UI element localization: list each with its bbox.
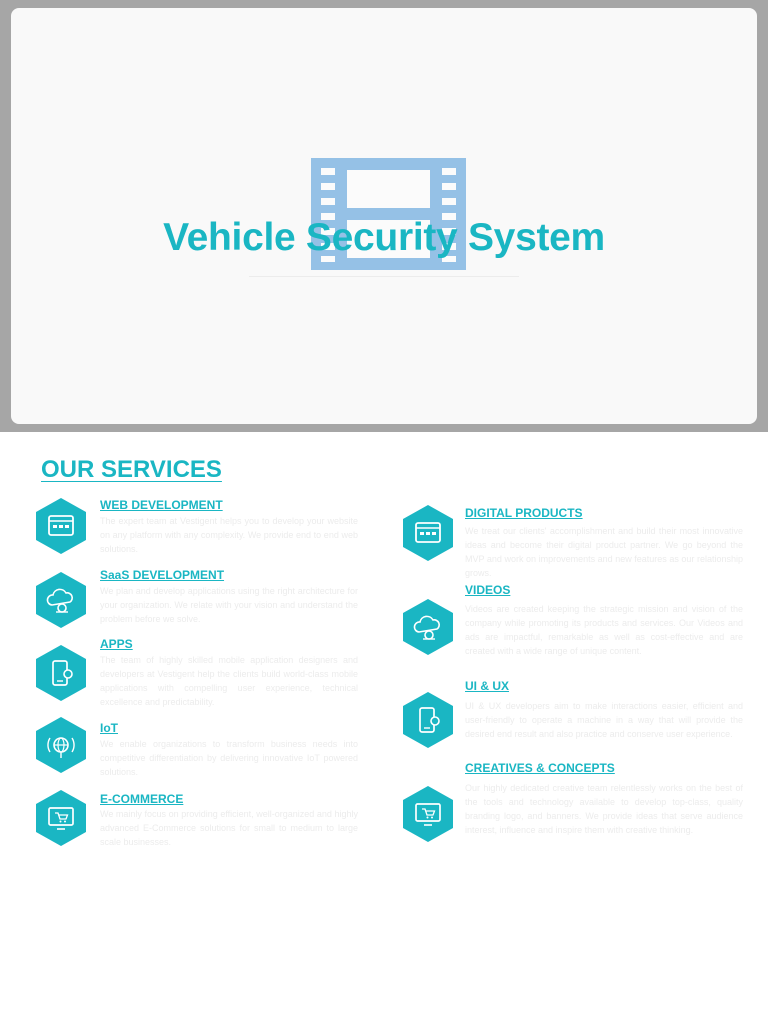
service-title-creatives-concepts[interactable]: CREATIVES & CONCEPTS	[465, 761, 615, 775]
cloud-gear-icon	[402, 598, 454, 656]
title-divider	[249, 276, 519, 277]
web-window-icon	[35, 497, 87, 555]
web-window-icon	[402, 504, 454, 562]
service-title-saas-development[interactable]: SaaS DEVELOPMENT	[100, 568, 225, 582]
mobile-gear-icon	[35, 644, 87, 702]
title-slide: Vehicle Security System	[11, 8, 757, 424]
service-desc-ui-ux: UI & UX developers aim to make interacti…	[465, 701, 743, 739]
service-desc-e-commerce: We mainly focus on providing efficient, …	[100, 809, 358, 847]
service-title-apps[interactable]: APPS	[100, 637, 133, 651]
monitor-cart-icon	[402, 785, 454, 843]
service-desc-creatives-concepts: Our highly dedicated creative team relen…	[465, 783, 743, 835]
service-title-videos[interactable]: VIDEOS	[465, 583, 511, 597]
service-desc-saas-development: We plan and develop applications using t…	[100, 586, 358, 624]
slide-title: Vehicle Security System	[163, 216, 605, 259]
service-desc-digital-products: We treat our clients' accomplishment and…	[465, 526, 743, 578]
service-title-e-commerce[interactable]: E-COMMERCE	[100, 792, 184, 806]
mobile-gear-icon	[402, 691, 454, 749]
service-title-ui-ux[interactable]: UI & UX	[465, 679, 510, 693]
slide-backdrop: Vehicle Security System	[0, 0, 768, 432]
services-heading: OUR SERVICES	[41, 456, 222, 483]
globe-signal-icon	[35, 716, 87, 774]
service-desc-web-development: The expert team at Vestigent helps you t…	[100, 516, 358, 554]
service-title-digital-products[interactable]: DIGITAL PRODUCTS	[465, 506, 583, 520]
service-desc-apps: The team of highly skilled mobile applic…	[100, 655, 358, 707]
film-strip-icon	[311, 158, 466, 270]
service-desc-videos: Videos are created keeping the strategic…	[465, 604, 743, 656]
cloud-gear-icon	[35, 571, 87, 629]
monitor-cart-icon	[35, 789, 87, 847]
service-title-iot[interactable]: IoT	[100, 721, 118, 735]
service-title-web-development[interactable]: WEB DEVELOPMENT	[100, 498, 223, 512]
service-desc-iot: We enable organizations to transform bus…	[100, 739, 358, 777]
